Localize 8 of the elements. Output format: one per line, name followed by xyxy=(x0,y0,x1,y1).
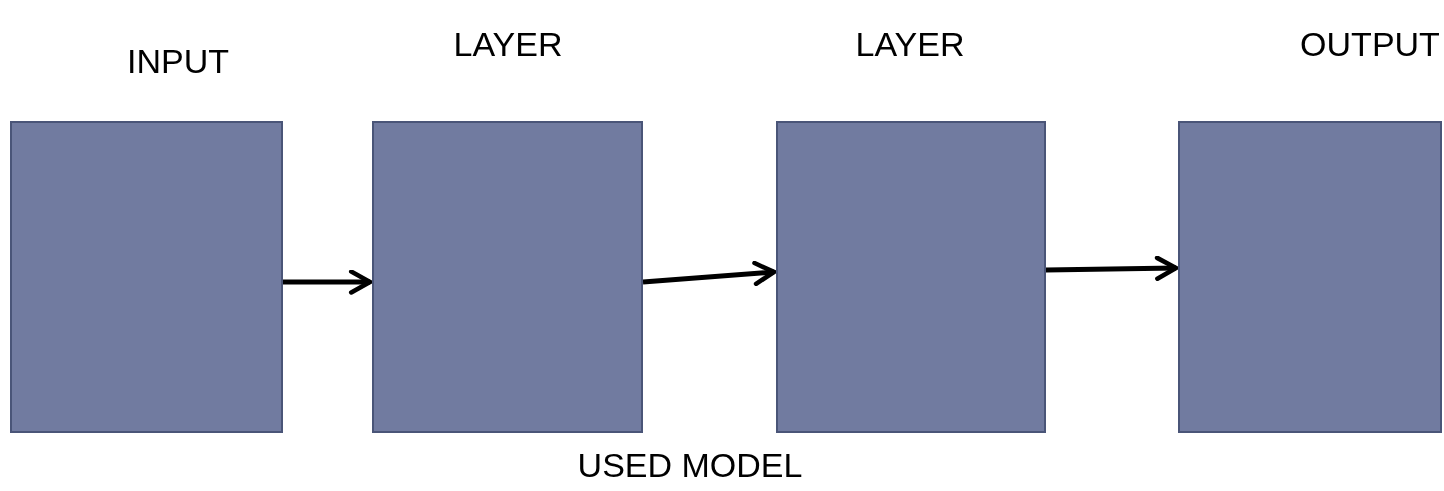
node-heading: INPUT xyxy=(127,42,229,81)
arrow xyxy=(283,269,373,295)
node-heading: OUTPUT xyxy=(1300,25,1440,64)
arrow xyxy=(642,260,777,287)
arrow xyxy=(1045,255,1179,281)
caption: USED MODEL xyxy=(577,446,803,485)
node-heading: LAYER xyxy=(453,25,563,64)
node-heading: LAYER xyxy=(855,25,965,64)
